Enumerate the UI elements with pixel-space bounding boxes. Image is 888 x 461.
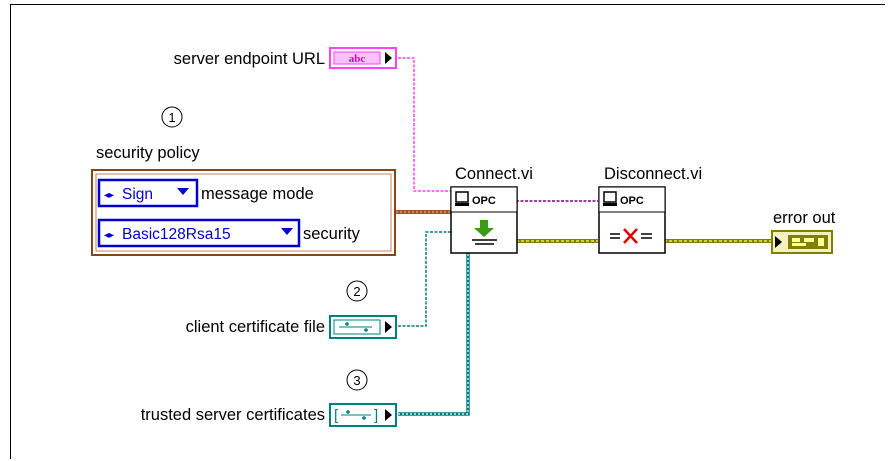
connect-vi-node[interactable]: OPC xyxy=(450,186,518,254)
svg-text:3: 3 xyxy=(353,373,360,388)
string-terminal-glyph: abc xyxy=(349,53,366,65)
security-increment-icon: ◂▸ xyxy=(104,230,114,241)
path-icon xyxy=(339,322,372,332)
callout-3: 3 xyxy=(346,369,368,391)
message-mode-value: Sign xyxy=(122,186,153,203)
security-chevron-down-icon xyxy=(281,228,293,235)
message-mode-chevron-down-icon xyxy=(177,188,189,195)
server-url-terminal[interactable]: abc xyxy=(329,47,397,69)
array-bracket-left-icon: [ xyxy=(334,407,339,424)
path-icon xyxy=(341,410,371,420)
computer-icon xyxy=(603,191,617,206)
array-bracket-right-icon: ] xyxy=(374,407,378,424)
trusted-certs-wire xyxy=(398,252,470,416)
client-cert-wire xyxy=(398,231,452,327)
client-cert-label: client certificate file xyxy=(186,318,325,336)
svg-text:1: 1 xyxy=(168,110,175,125)
security-label: security xyxy=(303,225,361,243)
client-cert-terminal[interactable] xyxy=(329,315,397,339)
message-mode-ring[interactable]: ◂▸ Sign xyxy=(97,178,199,208)
connect-vi-label: Connect.vi xyxy=(455,165,533,183)
trusted-certs-label: trusted server certificates xyxy=(141,406,325,424)
security-value: Basic128Rsa15 xyxy=(122,226,231,243)
security-policy-label: security policy xyxy=(96,144,200,162)
server-url-wire xyxy=(398,57,452,192)
callout-2: 2 xyxy=(346,280,368,302)
block-diagram-frame xyxy=(10,4,885,459)
message-mode-label: message mode xyxy=(201,185,314,203)
message-mode-increment-icon: ◂▸ xyxy=(104,190,114,201)
security-ring[interactable]: ◂▸ Basic128Rsa15 xyxy=(97,218,301,248)
security-policy-cluster[interactable]: ◂▸ Sign message mode ◂▸ Basic128Rsa15 se… xyxy=(91,169,396,256)
trusted-certs-terminal[interactable]: [ ] xyxy=(329,403,397,427)
server-url-label: server endpoint URL xyxy=(174,50,325,68)
callout-1: 1 xyxy=(161,106,183,128)
connect-arrow-icon xyxy=(472,220,497,245)
computer-icon xyxy=(455,191,469,206)
disconnect-opc-text: OPC xyxy=(620,195,644,207)
error-out-label: error out xyxy=(773,209,836,227)
error-out-indicator xyxy=(771,230,833,254)
svg-text:2: 2 xyxy=(353,284,360,299)
disconnect-x-icon xyxy=(610,228,652,244)
disconnect-vi-label: Disconnect.vi xyxy=(604,165,702,183)
disconnect-vi-node[interactable]: OPC xyxy=(598,186,666,254)
connect-opc-text: OPC xyxy=(472,195,496,207)
